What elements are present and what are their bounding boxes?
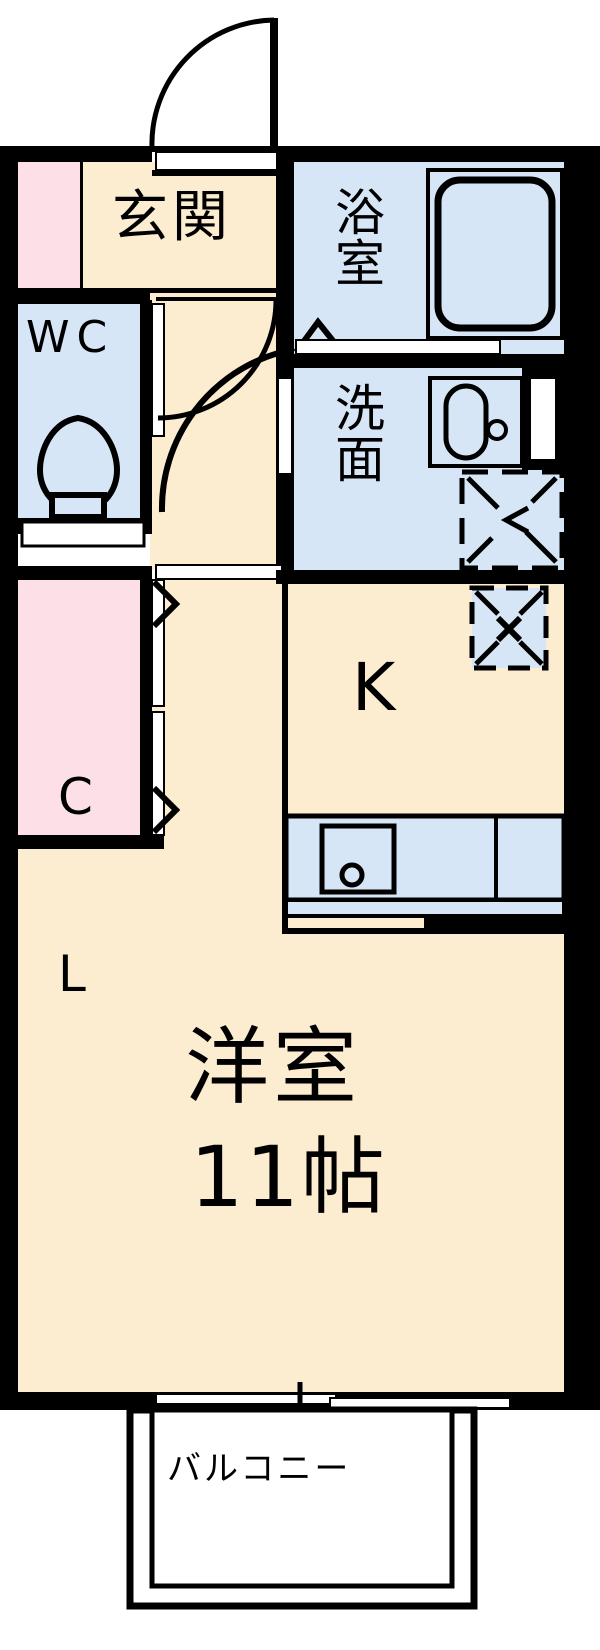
kitchen-group — [282, 580, 567, 934]
label-closet-line2: L — [58, 945, 87, 1003]
bathtub-inner — [434, 176, 556, 332]
shoe-box-divider — [80, 162, 83, 292]
closet-slide-arrow-top — [151, 579, 181, 629]
fridge-arrow-bl — [474, 640, 500, 666]
wall-genkan-wc — [18, 288, 150, 304]
kitchen-counter-front-edge — [284, 898, 566, 918]
entrance-door-swing-arc — [149, 17, 275, 149]
wc-door-swing-arc — [157, 299, 279, 421]
wall-top-right — [282, 146, 600, 162]
fridge-arrow-tr — [518, 590, 544, 616]
fridge-space — [469, 585, 549, 671]
washer-arrow-tr — [530, 476, 558, 504]
balcony-outline-inner — [149, 1407, 455, 1589]
label-balcony: バルコニー — [167, 1449, 352, 1489]
wall-bath-senmen — [276, 354, 564, 368]
toilet-icon — [37, 415, 120, 520]
floor-closet — [18, 580, 140, 835]
entrance-door-leaf — [270, 18, 278, 152]
label-closet-line1: C — [58, 768, 94, 826]
kitchen-counter-divider — [494, 816, 498, 900]
genkan-step-line — [150, 288, 282, 293]
kitchen-sink-unit — [283, 813, 567, 918]
washer-arrow-bl — [466, 536, 494, 564]
floor-shoe-box — [18, 162, 82, 292]
wc-door-panel — [151, 303, 165, 437]
wc-door-head-line — [156, 297, 278, 301]
bath-door-threshold — [295, 339, 501, 355]
wall-top-door-sill — [152, 170, 282, 176]
washer-arrow-head — [500, 505, 530, 535]
wall-wc-right — [140, 300, 152, 522]
wall-kitchen-stub-v — [282, 580, 288, 934]
label-wc: WC — [26, 312, 115, 363]
wall-closet-bottom — [18, 835, 164, 849]
kitchen-sink-basin — [319, 823, 397, 895]
wall-kitchen-stub-bottom — [282, 928, 428, 934]
wall-left — [0, 146, 18, 1392]
yokushitsu-group — [276, 168, 564, 368]
vanity-basin — [443, 383, 489, 461]
window-right — [529, 377, 557, 461]
room-door[interactable] — [155, 349, 283, 580]
kitchen-sink-drain-icon — [339, 862, 365, 888]
label-main-room-size: 11帖 — [190, 1128, 387, 1226]
washer-arrow-br — [524, 530, 558, 564]
wall-closet-top — [18, 566, 152, 580]
wall-top-left — [0, 146, 152, 162]
balcony-group — [126, 1382, 512, 1610]
closet-door-track — [140, 580, 152, 835]
washer-space — [459, 469, 565, 571]
label-yokushitsu: 浴室 — [327, 186, 385, 288]
label-closet: C L — [58, 650, 94, 1063]
entrance-door-threshold — [155, 151, 279, 171]
floor-hall — [150, 292, 282, 570]
closet-door-panel-upper — [151, 579, 165, 707]
room-door-swing-arc — [158, 349, 283, 513]
label-genkan: 玄関 — [112, 185, 232, 250]
wc-door[interactable] — [156, 297, 279, 421]
label-senmen: 洗面 — [327, 382, 385, 484]
wall-kitchen-stub-h — [424, 918, 564, 934]
fridge-x-mark-b — [495, 615, 523, 643]
label-main-room-name: 洋室 — [185, 1018, 362, 1116]
senmen-door-opening — [277, 377, 293, 475]
label-kitchen: K — [352, 649, 397, 726]
closet-door-panel-lower — [151, 711, 165, 836]
fridge-arrow-tl — [474, 590, 500, 616]
vanity-faucet-icon — [486, 419, 508, 441]
window-left — [20, 520, 146, 548]
closet-slide-arrow-bottom — [151, 785, 181, 835]
closet-group — [18, 520, 181, 849]
balcony-door-leaf-left — [155, 1393, 337, 1405]
washer-arrow-tl — [466, 476, 500, 510]
fridge-arrow-br — [518, 640, 544, 666]
wall-right — [564, 146, 600, 1392]
wall-senmen-bottom — [276, 570, 564, 584]
wall-top-door-head — [152, 146, 282, 152]
room-door-threshold — [155, 564, 283, 580]
senmen-group — [276, 368, 565, 584]
